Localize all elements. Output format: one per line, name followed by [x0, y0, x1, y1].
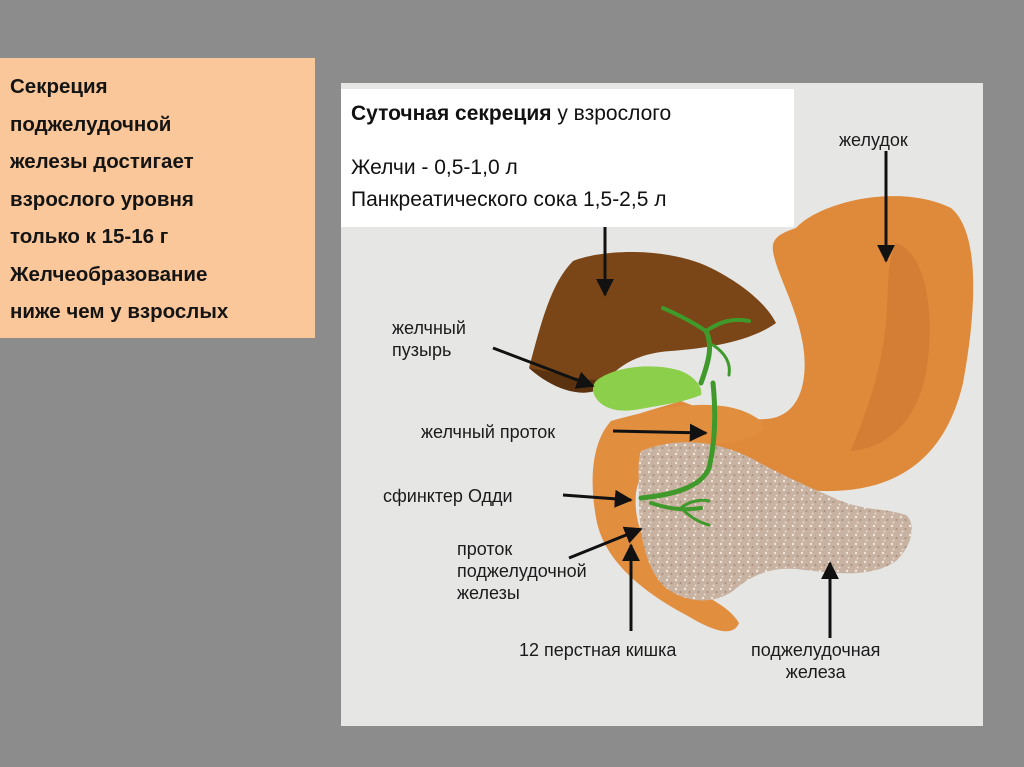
arrow-sphincter: [562, 489, 633, 508]
liver-shape: [529, 251, 776, 391]
label-bile-duct: желчный проток: [421, 422, 556, 442]
label-stomach: желудок: [839, 130, 908, 150]
note-line: Секреция: [10, 75, 108, 98]
note-line: только к 15-16 г: [10, 225, 169, 248]
note-line: ниже чем у взрослых: [10, 300, 229, 323]
info-bile: Желчи - 0,5-1,0 л: [351, 156, 518, 179]
gallbladder-shape: [592, 366, 702, 411]
pointer-arrows: [492, 151, 895, 638]
note-line: Желчеобразование: [10, 262, 208, 286]
note-line: взрослого уровня: [10, 187, 194, 211]
label-sphincter: сфинктер Одди: [383, 486, 513, 506]
info-pancreatic: Панкреатического сока 1,5-2,5 л: [351, 188, 667, 211]
duodenum-shape: [592, 404, 763, 632]
note-line: поджелудочной: [10, 112, 172, 136]
stomach-highlight: [851, 243, 930, 451]
arrow-pancreatic-duct: [568, 526, 643, 560]
info-title: Суточная секреция у взрослого: [351, 102, 672, 125]
label-duodenum: 12 перстная кишка: [519, 640, 677, 660]
arrow-gallbladder: [492, 346, 595, 389]
secretion-info-box: Суточная секреция у взрослого Желчи - 0,…: [341, 89, 794, 227]
bile-ducts: [638, 306, 751, 527]
arrow-bile-duct: [612, 423, 708, 442]
note-box: Секреция поджелудочной железы достигает …: [0, 58, 315, 338]
anatomy-illustration: [492, 151, 974, 638]
pancreas-shape: [638, 442, 912, 601]
note-line: железы достигает: [10, 150, 194, 173]
digestive-diagram: Суточная секреция у взрослого Желчи - 0,…: [341, 83, 983, 726]
